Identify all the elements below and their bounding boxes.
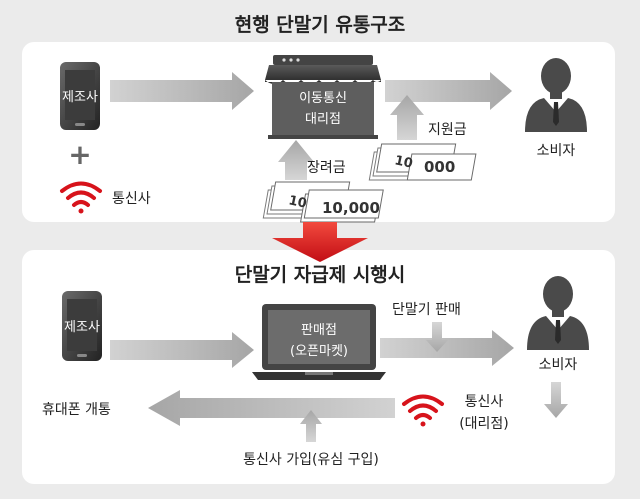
arrow-store-to-consumer bbox=[380, 330, 514, 366]
banknote-icon-subsidy: 10 000 bbox=[368, 143, 477, 181]
svg-text:10: 10 bbox=[393, 153, 414, 171]
store-label-line1: 판매점 bbox=[301, 323, 337, 338]
smartphone-icon bbox=[62, 291, 102, 361]
store-label-line2: (오픈마켓) bbox=[290, 344, 348, 359]
carrier-label-line2: (대리점) bbox=[459, 416, 509, 432]
arrow-manufacturer-to-store bbox=[110, 332, 254, 368]
smartphone-icon bbox=[60, 62, 100, 130]
self-supply-title: 단말기 자급제 시행시 bbox=[235, 264, 406, 286]
arrow-dealer-to-consumer bbox=[385, 72, 512, 110]
arrow-consumer-to-carrier bbox=[544, 382, 568, 418]
manufacturer-label-bottom: 제조사 bbox=[64, 320, 100, 335]
storefront-icon bbox=[265, 55, 381, 139]
arrow-device-sale-down bbox=[426, 322, 448, 352]
carrier-label-line1: 통신사 bbox=[465, 394, 504, 410]
incentive-label: 장려금 bbox=[307, 160, 346, 176]
plus-icon: + bbox=[68, 138, 91, 171]
current-structure-title: 현행 단말기 유통구조 bbox=[235, 14, 406, 36]
sign-up-label: 통신사 가입(유심 구입) bbox=[243, 452, 379, 468]
subsidy-label: 지원금 bbox=[428, 122, 467, 138]
transition-arrow bbox=[272, 222, 368, 262]
consumer-label-bottom: 소비자 bbox=[539, 357, 578, 373]
bill-number: 10,000 bbox=[322, 199, 380, 217]
manufacturer-label: 제조사 bbox=[62, 90, 98, 105]
svg-text:000: 000 bbox=[424, 158, 455, 176]
wifi-icon bbox=[60, 181, 102, 214]
svg-text:10: 10 bbox=[287, 193, 308, 211]
consumer-label-top: 소비자 bbox=[537, 143, 576, 159]
banknote-icon-incentive: 10 10,000 bbox=[262, 181, 384, 223]
wifi-icon bbox=[402, 394, 444, 427]
carrier-label: 통신사 bbox=[112, 191, 151, 207]
arrow-manufacturer-to-dealer bbox=[110, 72, 254, 110]
laptop-icon bbox=[252, 304, 386, 380]
dealer-label-line1: 이동통신 bbox=[299, 91, 347, 106]
device-sale-label: 단말기 판매 bbox=[392, 302, 461, 318]
arrow-carrier-to-phone-open bbox=[148, 390, 395, 426]
arrow-signup-up bbox=[300, 410, 322, 442]
phone-open-label: 휴대폰 개통 bbox=[42, 402, 111, 418]
arrow-subsidy-up bbox=[390, 95, 424, 140]
dealer-label-line2: 대리점 bbox=[305, 112, 341, 127]
arrow-incentive-up bbox=[278, 140, 314, 180]
